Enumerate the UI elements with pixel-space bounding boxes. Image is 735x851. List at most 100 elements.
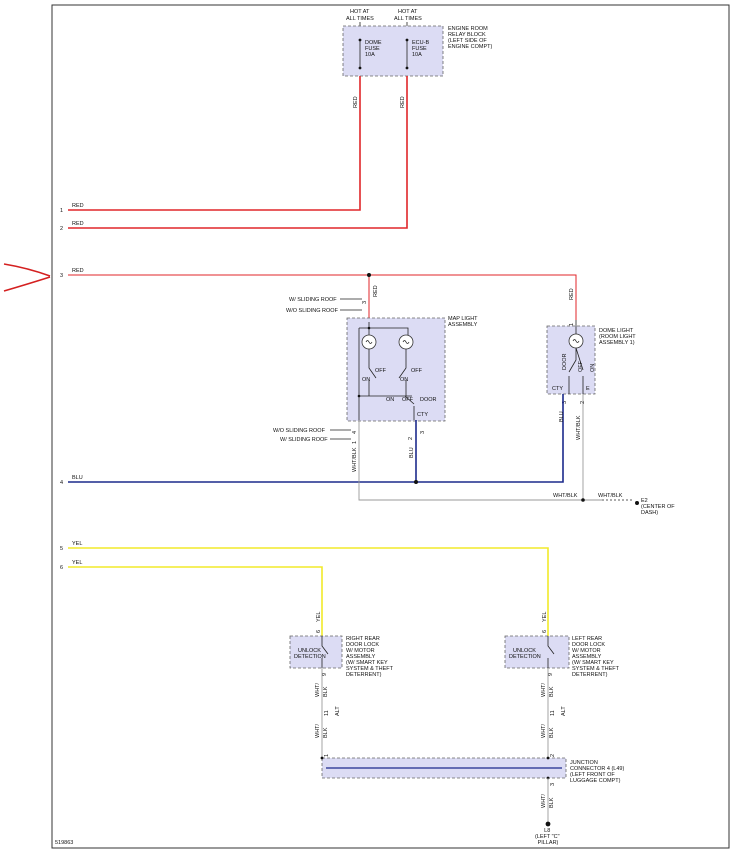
map-pin-1: 1 [352, 441, 358, 444]
left-blk-label: BLK [549, 686, 555, 697]
left-lock-switch [547, 636, 555, 668]
wire-red-2 [68, 76, 408, 229]
right-blk-label: BLK [323, 686, 329, 697]
wire-yel-6-label: YEL [72, 560, 82, 566]
left-wht-label-2: WHT/ [541, 723, 547, 738]
wire-yel-5 [68, 547, 549, 636]
map-switch-wiring [359, 349, 415, 420]
left-lock-label: LEFT REAR DOOR LOCK W/ MOTOR ASSEMBLY (W… [572, 636, 620, 678]
right-blk-label-2: BLK [323, 727, 329, 738]
map-pin-2: 2 [408, 437, 414, 440]
map-red-vlabel: RED [373, 285, 379, 297]
all-times-label-1: ALL TIMES [346, 16, 374, 22]
relay-block-label: ENGINE ROOM RELAY BLOCK (LEFT SIDE OF EN… [448, 26, 492, 50]
map-switch-left-on: ON [362, 377, 370, 383]
all-times-label-2: ALL TIMES [394, 16, 422, 22]
map-cty: CTY [417, 412, 428, 418]
wire-yel-6 [68, 566, 323, 636]
map-bulb-right-filament [402, 340, 410, 344]
left-alt-label: ALT [561, 706, 567, 716]
junction-pin-3: 3 [550, 783, 556, 786]
dome-pin-1: 1 [569, 323, 575, 326]
junction-terminal-right [320, 756, 324, 760]
wire-red-3-label: RED [72, 268, 84, 274]
dome-light-label: DOME LIGHT (ROOM LIGHT ASSEMBLY 1) [599, 328, 637, 346]
dome-red-vlabel: RED [569, 288, 575, 300]
map-light-bus [358, 322, 409, 420]
dome-bulb-filament [572, 339, 580, 343]
map-blu-vlabel: BLU [409, 447, 415, 458]
w-sliding-roof-bottom: W/ SLIDING ROOF [280, 437, 328, 443]
left-pin-2: 2 [550, 754, 556, 757]
right-pin-1: 1 [324, 754, 330, 757]
right-alt-label: ALT [335, 706, 341, 716]
map-switch-off: OFF [402, 397, 414, 403]
w-sliding-roof-top: W/ SLIDING ROOF [289, 297, 337, 303]
wire-blu-4 [68, 394, 564, 483]
pin-5: 5 [60, 546, 63, 552]
l8-ground-point [545, 821, 551, 827]
map-pin-4: 4 [352, 431, 358, 434]
right-pin-11: 11 [324, 710, 330, 716]
wire-red-1-vlabel: RED [353, 96, 359, 108]
pin-2: 2 [60, 226, 63, 232]
left-yel-vlabel: YEL [542, 612, 548, 622]
map-bulb-left-filament [365, 340, 373, 344]
right-lock-switch [321, 636, 329, 668]
left-wht-label: WHT/ [541, 682, 547, 697]
map-light-assembly [346, 317, 446, 422]
map-whtblk-vlabel: WHT/BLK [352, 447, 358, 472]
pin-4: 4 [60, 480, 63, 486]
pin-3: 3 [60, 273, 63, 279]
l8-label: L8 (LEFT "C" PILLAR) [535, 828, 561, 846]
junction-terminal-left [546, 756, 550, 760]
right-pin-6: 6 [316, 630, 322, 633]
left-detection-label: UNLOCK DETECTION [509, 648, 541, 660]
e2-ground-point [635, 501, 639, 505]
whtblk-label-1: WHT/BLK [553, 493, 578, 499]
wire-red-1-label: RED [72, 203, 84, 209]
dome-fuse-label: DOME FUSE 10A [365, 40, 383, 58]
l8-blk-label: BLK [549, 797, 555, 808]
right-rear-door-lock [289, 635, 343, 669]
left-pin-9: 9 [548, 673, 554, 676]
map-switch-left-off: OFF [375, 368, 387, 374]
map-switch-right-on: ON [400, 377, 408, 383]
whtblk-label-2: WHT/BLK [598, 493, 623, 499]
dome-off: OFF [578, 360, 584, 372]
map-light-label: MAP LIGHT ASSEMBLY [448, 316, 479, 328]
dome-whtblk-vlabel: WHT/BLK [576, 415, 582, 440]
dome-door: DOOR [562, 353, 568, 370]
pin-1: 1 [60, 208, 63, 214]
left-rear-door-lock [504, 635, 570, 669]
wire-yel-5-label: YEL [72, 541, 82, 547]
hot-at-label-2: HOT AT [398, 9, 418, 15]
right-wht-label-2: WHT/ [315, 723, 321, 738]
pin-6: 6 [60, 565, 63, 571]
dome-blu-vlabel: BLU [559, 411, 565, 422]
ecu-fuse-terminal-bottom [405, 66, 409, 70]
dome-fuse-terminal-bottom [358, 66, 362, 70]
left-blk-label-2: BLK [549, 727, 555, 738]
right-wht-label: WHT/ [315, 682, 321, 697]
wo-sliding-roof-bottom: W/O SLIDING ROOF [273, 428, 326, 434]
e2-splice [581, 498, 585, 502]
dome-cty: CTY [552, 386, 563, 392]
wire-red-2-label: RED [72, 221, 84, 227]
annotation-arrow [3, 263, 51, 292]
left-pin-6: 6 [542, 630, 548, 633]
map-switch-door: DOOR [420, 397, 437, 403]
wire-blu-label: BLU [72, 475, 83, 481]
wire-red-1 [68, 76, 361, 211]
map-junction-1 [367, 326, 371, 330]
wire-red-3-splice [367, 273, 371, 277]
wire-red-3 [68, 274, 577, 320]
right-pin-9: 9 [322, 673, 328, 676]
map-ground-wire [358, 420, 602, 501]
right-yel-vlabel: YEL [316, 612, 322, 622]
right-detection-label: UNLOCK DETECTION [294, 648, 326, 660]
l8-wht-label: WHT/ [541, 793, 547, 808]
map-switch-right-off: OFF [411, 368, 423, 374]
wire-blu-splice [414, 480, 418, 484]
